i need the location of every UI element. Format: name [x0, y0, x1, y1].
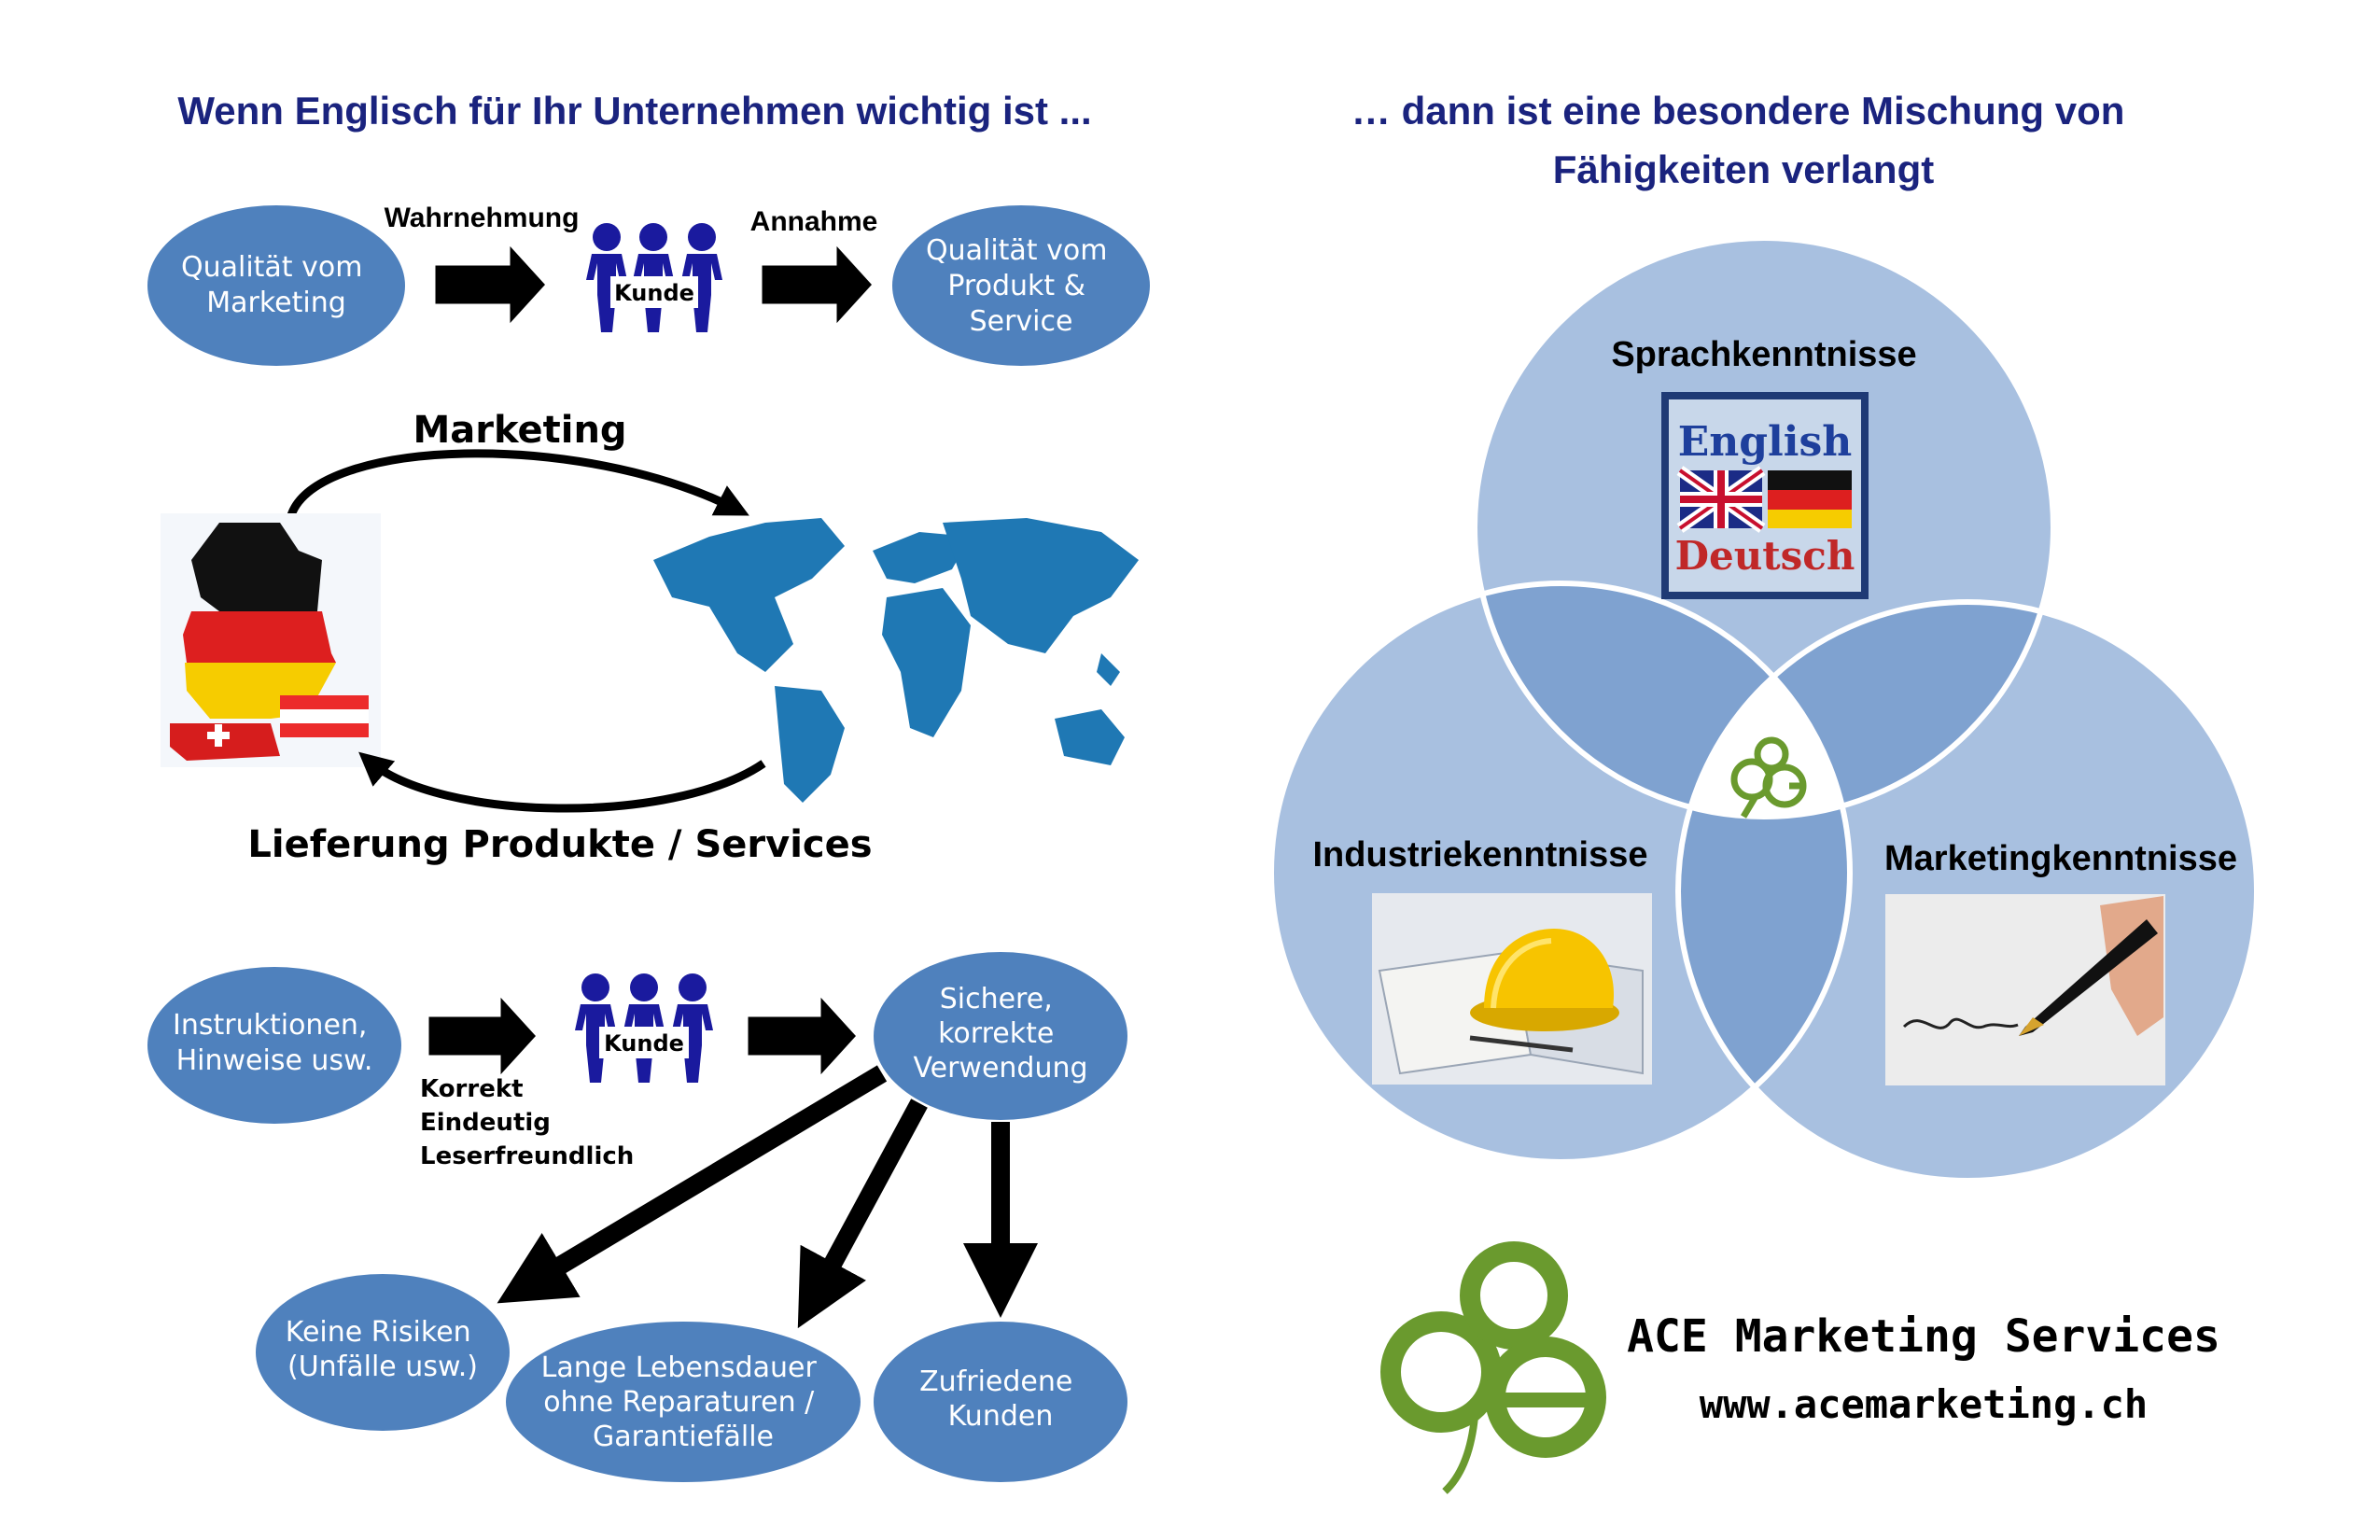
- svg-text:Zufriedene Kunden: Zufriedene Kunden: [919, 1365, 1082, 1433]
- oval-long-life: [506, 1322, 861, 1482]
- arrow-label-acceptance: Annahme: [750, 206, 878, 237]
- arrow-right-4: [745, 990, 861, 1082]
- fountain-pen-image: [1885, 894, 2165, 1085]
- arrow-right-2: [759, 239, 876, 330]
- svg-text:Keine Risiken (Unfälle usw: Keine Risiken (Unfälle usw.): [286, 1316, 480, 1383]
- svg-text:Korrekt Eindeutig Lese: Korrekt Eindeutig Leserfreundlich: [420, 1075, 634, 1170]
- oval-safe-usage-line1: Sichere,: [940, 983, 1053, 1015]
- ace-logo: [1380, 1241, 1606, 1494]
- customer-label-bottom: Kunde: [604, 1030, 684, 1057]
- oval-satisfied: [874, 1322, 1127, 1482]
- germany-austria-switzerland-map: [161, 513, 381, 767]
- arrow-right-3: [426, 990, 540, 1082]
- svg-text:Sichere, korrekte Verw: Sichere, korrekte Verwendung: [913, 983, 1087, 1085]
- svg-text:Lange Lebensdauer ohne Rep: Lange Lebensdauer ohne Reparaturen / Gar…: [541, 1351, 826, 1453]
- quality-correct: Korrekt: [420, 1075, 524, 1103]
- right-title-line2: Fähigkeiten verlangt: [1553, 147, 1934, 191]
- oval-product-quality-line2: Produkt &: [947, 270, 1085, 302]
- oval-safe-usage-line3: Verwendung: [913, 1052, 1087, 1085]
- oval-no-risks: [256, 1274, 510, 1431]
- oval-marketing-quality-line1: Qualität vom: [181, 251, 362, 284]
- customer-label-top: Kunde: [614, 280, 694, 306]
- oval-instructions: [147, 967, 401, 1124]
- circle-label-marketing: Marketingkenntnisse: [1884, 839, 2237, 878]
- oval-satisfied-line1: Zufriedene: [919, 1365, 1072, 1398]
- loop-label-delivery: Lieferung Produkte / Services: [247, 823, 872, 866]
- company-name: ACE Marketing Services: [1627, 1310, 2220, 1363]
- company-url: www.acemarketing.ch: [1700, 1381, 2148, 1427]
- hard-hat-image: [1372, 893, 1652, 1085]
- circle-label-language: Sprachkenntnisse: [1611, 335, 1916, 374]
- badge-english: English: [1678, 418, 1852, 466]
- svg-text:Qualität vom Marketing: Qualität vom Marketing: [181, 251, 371, 319]
- oval-marketing-quality: [147, 205, 405, 366]
- oval-long-life-line1: Lange Lebensdauer: [541, 1351, 818, 1384]
- oval-no-risks-line1: Keine Risiken: [286, 1316, 471, 1349]
- arrow-delivery-curve: [358, 751, 766, 813]
- oval-long-life-line2: ohne Reparaturen /: [543, 1386, 815, 1419]
- svg-text:Qualität vom Produkt &: Qualität vom Produkt & Service: [926, 234, 1116, 338]
- svg-text:Instruktionen, Hinweise us: Instruktionen, Hinweise usw.: [173, 1009, 376, 1077]
- oval-safe-usage: [874, 952, 1127, 1120]
- oval-instructions-line1: Instruktionen,: [173, 1009, 367, 1042]
- badge-deutsch: Deutsch: [1675, 533, 1855, 579]
- ace-logo-small: [1730, 736, 1807, 819]
- oval-product-quality: [892, 205, 1150, 366]
- arrow-to-no-risks: [497, 1065, 888, 1304]
- right-title-line1: … dann ist eine besondere Mischung von: [1351, 89, 2124, 133]
- loop-label-marketing: Marketing: [413, 409, 626, 452]
- oval-long-life-line3: Garantiefälle: [593, 1421, 774, 1453]
- oval-satisfied-line2: Kunden: [948, 1400, 1054, 1433]
- svg-text:… dann ist eine besondere Misc: … dann ist eine besondere Mischung von F…: [1351, 89, 2135, 191]
- world-map: [653, 518, 1139, 803]
- oval-product-quality-line3: Service: [970, 305, 1073, 338]
- left-title: Wenn Englisch für Ihr Unternehmen wichti…: [177, 89, 1091, 133]
- language-flags-badge: English Deutsch: [1661, 392, 1869, 599]
- quality-clear: Eindeutig: [420, 1109, 551, 1137]
- quality-readable: Leserfreundlich: [420, 1142, 634, 1170]
- circle-label-industry: Industriekenntnisse: [1313, 835, 1648, 875]
- oval-no-risks-line2: (Unfälle usw.): [287, 1351, 478, 1383]
- oval-marketing-quality-line2: Marketing: [206, 287, 346, 319]
- arrow-label-perception: Wahrnehmung: [385, 203, 580, 233]
- oval-product-quality-line1: Qualität vom: [926, 234, 1107, 267]
- arrow-to-long-life: [797, 1099, 928, 1329]
- oval-safe-usage-line2: korrekte: [938, 1017, 1054, 1050]
- oval-instructions-line2: Hinweise usw.: [176, 1044, 373, 1077]
- arrow-marketing-curve: [287, 449, 749, 517]
- arrow-right-1: [432, 239, 550, 330]
